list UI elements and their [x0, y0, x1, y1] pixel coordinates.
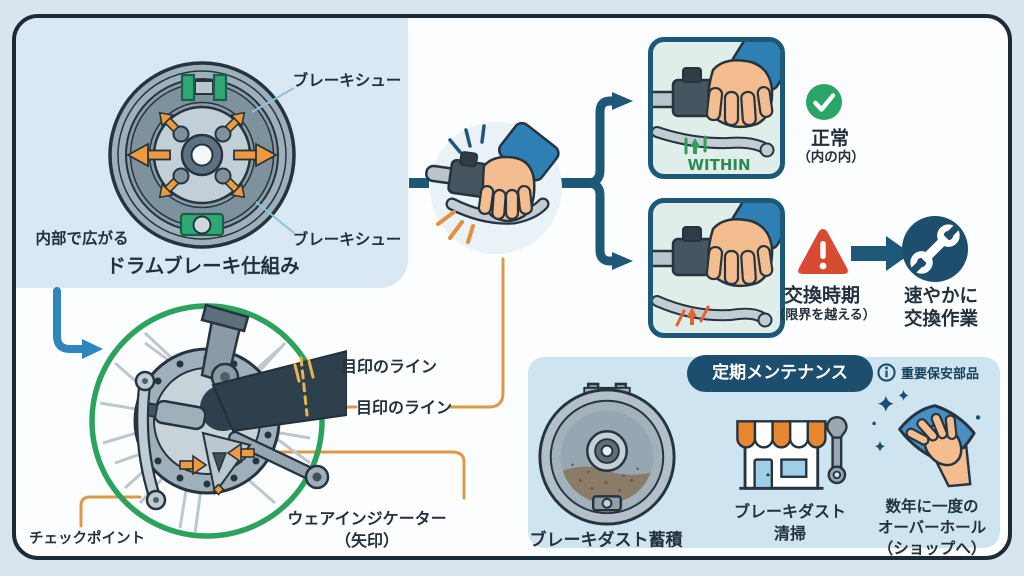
brake-cam-arm — [134, 370, 167, 511]
squeeze-lines — [436, 210, 475, 244]
shop-cleaning-icon — [736, 415, 848, 490]
expand-arrows-diagonal — [158, 111, 246, 199]
brake-shoe-bottom-label: ブレーキシュー — [292, 230, 402, 249]
wear-indicator-arrows — [179, 442, 255, 496]
normal-subtitle: （内の内） — [797, 149, 865, 166]
brake-actuator — [142, 399, 207, 431]
action-line-2: 交換作業 — [903, 308, 979, 330]
expand-label: 内部で広がる — [35, 229, 129, 248]
expand-arrow-right — [233, 142, 278, 168]
impact-lines — [448, 124, 486, 154]
overhaul-label-2: オーバーホール — [877, 518, 987, 537]
flow-arrow-to-wheel — [53, 287, 103, 359]
shop-door — [753, 458, 774, 490]
safety-note-label: 重要保安部品 — [901, 367, 980, 382]
outcome-card-normal: WITHIN — [648, 37, 785, 179]
lever-check-illustration — [425, 121, 562, 254]
mark-line-label-2: 目印のライン — [355, 398, 453, 418]
overhaul-label-1: 数年に一度の — [885, 497, 979, 516]
mark-lines — [293, 356, 315, 417]
within-marks — [684, 135, 707, 155]
normal-title: 正常 — [810, 127, 850, 150]
replace-title: 交換時期 — [783, 284, 861, 307]
mark-line-label-1: 目印のライン — [340, 357, 438, 377]
brake-shoe-top-left — [180, 73, 196, 102]
within-label: WITHIN — [687, 156, 750, 174]
brake-shoe-top-right — [212, 73, 228, 102]
wear-indicator-triangle — [211, 452, 228, 474]
expand-arrow-left — [126, 142, 171, 168]
wear-indicator-label: ウェアインジケーター — [287, 509, 447, 529]
brake-shoe-top-label: ブレーキシュー — [292, 71, 402, 90]
drum-brake-illustration — [108, 61, 296, 249]
lever-over-limit-illustration — [653, 203, 780, 328]
outcome-card-replace — [648, 198, 785, 338]
action-line-1: 速やかに — [903, 285, 979, 307]
hand-wrench — [826, 415, 848, 485]
dust-clean-label-2: 清掃 — [773, 524, 807, 544]
brake-dust-drum-icon — [538, 382, 676, 526]
wrench-icon — [902, 216, 968, 282]
branch-bracket — [584, 92, 633, 270]
checkpoint-label: チェックポイント — [29, 531, 145, 548]
info-icon — [877, 363, 896, 382]
flow-arrow-to-action — [851, 236, 911, 271]
lever-within-illustration: WITHIN — [653, 42, 780, 174]
overhaul-label-3: （ショップへ） — [877, 539, 987, 558]
wheel-hub-illustration — [89, 303, 347, 539]
dust-accumulation-label: ブレーキダスト蓄積 — [529, 530, 683, 551]
hand — [477, 155, 536, 223]
over-limit-marks — [675, 305, 710, 327]
wear-indicator-sub-label: （矢印） — [334, 531, 400, 551]
maintenance-badge: 定期メンテナンス — [687, 355, 873, 392]
overhaul-wipe-icon — [872, 390, 981, 488]
check-icon — [806, 84, 842, 120]
dust-clean-label-1: ブレーキダスト — [733, 502, 847, 522]
drum-brake-title: ドラムブレーキ仕組み — [106, 254, 300, 278]
wiping-hand — [905, 412, 972, 488]
drum-brake-panel — [16, 18, 408, 288]
replace-subtitle: （限界を越える） — [772, 307, 876, 323]
awning — [736, 420, 827, 449]
warning-icon — [798, 229, 848, 274]
swingarm — [200, 349, 347, 433]
shop-window — [780, 458, 808, 478]
sparkle-icons — [872, 390, 981, 452]
safety-note: 重要保安部品 — [877, 363, 979, 382]
